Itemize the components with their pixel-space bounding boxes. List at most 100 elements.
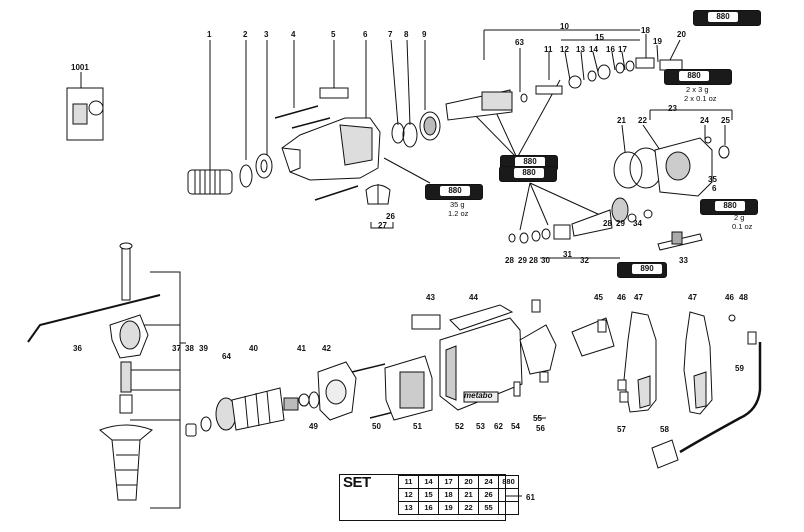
motor-housing: [439, 317, 523, 411]
part-number: 2: [243, 30, 248, 39]
part-number: 19: [653, 37, 662, 46]
power-cable: [679, 342, 762, 454]
grease-tube-890: 890: [617, 262, 667, 278]
part-number: 34: [633, 219, 642, 228]
part-number: 35: [708, 175, 717, 184]
part-number: 63: [515, 38, 524, 47]
part-number: 46: [725, 293, 734, 302]
part-number: 8: [404, 30, 409, 39]
part-number: 45: [594, 293, 603, 302]
spindle: [445, 57, 683, 121]
handle-shell-right: [683, 311, 713, 415]
part-number: 32: [580, 256, 589, 265]
grease-amount: 35 g: [450, 200, 465, 209]
part-number: 3: [264, 30, 269, 39]
part-number: 6: [712, 184, 717, 193]
part-number: 4: [291, 30, 296, 39]
set-title: SET: [343, 474, 371, 491]
grease-amount: 2 g: [734, 213, 745, 222]
grease-amount: 2 x 3 g: [686, 85, 709, 94]
part-number: 12: [560, 45, 569, 54]
part-number: 51: [413, 422, 422, 431]
part-number: 48: [739, 293, 748, 302]
part-number: 61: [526, 493, 535, 502]
part-number: 1001: [71, 63, 89, 72]
part-number: 30: [541, 256, 550, 265]
part-number: 64: [222, 352, 231, 361]
part-number: 23: [668, 104, 677, 113]
part-number: 37: [172, 344, 181, 353]
part-number: 42: [322, 344, 331, 353]
part-number: 28: [505, 256, 514, 265]
depth-stop-rod: [27, 294, 161, 343]
part-number: 39: [199, 344, 208, 353]
part-number: 11: [544, 45, 553, 54]
part-number: 22: [638, 116, 647, 125]
part-number: 5: [331, 30, 336, 39]
part-number: 18: [641, 26, 650, 35]
part-number: 57: [617, 425, 626, 434]
grease-amount: 2 x 0.1 oz: [684, 94, 717, 103]
gear-housing: [281, 117, 381, 181]
part-number: 14: [589, 45, 598, 54]
part-number: 31: [563, 250, 572, 259]
part-number: 49: [309, 422, 318, 431]
part-number: 36: [73, 344, 82, 353]
part-number: 16: [606, 45, 615, 54]
part-number: 53: [476, 422, 485, 431]
part-number: 1: [207, 30, 212, 39]
grease-amount: 0.1 oz: [732, 222, 753, 231]
part-number: 55: [533, 414, 542, 423]
part-number: 20: [677, 30, 686, 39]
part-number: 10: [560, 22, 569, 31]
part-number: 13: [576, 45, 585, 54]
part-number: 15: [595, 33, 604, 42]
part-number: 17: [618, 45, 627, 54]
part-number: 43: [426, 293, 435, 302]
part-number: 58: [660, 425, 669, 434]
part-number: 41: [297, 344, 306, 353]
part-number: 29: [616, 219, 625, 228]
part-number: 27: [378, 221, 387, 230]
part-number: 47: [634, 293, 643, 302]
part-number: 52: [455, 422, 464, 431]
part-number: 54: [511, 422, 520, 431]
part-number: 56: [536, 424, 545, 433]
intermediate-flange: [613, 136, 730, 197]
part-number: 21: [617, 116, 626, 125]
part-number: 59: [735, 364, 744, 373]
part-number: 9: [422, 30, 427, 39]
brand-label: metabo: [464, 391, 493, 400]
part-number: 6: [363, 30, 368, 39]
part-number: 28: [603, 219, 612, 228]
part-number: 40: [249, 344, 258, 353]
part-number: 26: [386, 212, 395, 221]
part-number: 38: [185, 344, 194, 353]
grease-tube-880: 880: [693, 10, 761, 26]
part-number: 29: [518, 256, 527, 265]
part-number: 33: [679, 256, 688, 265]
grease-tube-880: 880: [499, 166, 557, 182]
armature: [185, 387, 320, 437]
handle-shell-left: [623, 311, 657, 413]
field-coil: [384, 355, 433, 421]
part-number: 7: [388, 30, 393, 39]
part-number: 25: [721, 116, 730, 125]
part-number: 50: [372, 422, 381, 431]
detail-inset: [66, 87, 104, 141]
grease-tube-880: 880: [425, 184, 483, 200]
grease-amount: 1.2 oz: [448, 209, 469, 218]
part-number: 62: [494, 422, 503, 431]
part-number: 47: [688, 293, 697, 302]
grease-tube-880: 880: [700, 199, 758, 215]
part-number: 24: [700, 116, 709, 125]
part-number: 44: [469, 293, 478, 302]
auxiliary-handle: [99, 242, 153, 501]
grease-tube-880: 880: [664, 69, 732, 85]
chuck: [187, 169, 233, 195]
